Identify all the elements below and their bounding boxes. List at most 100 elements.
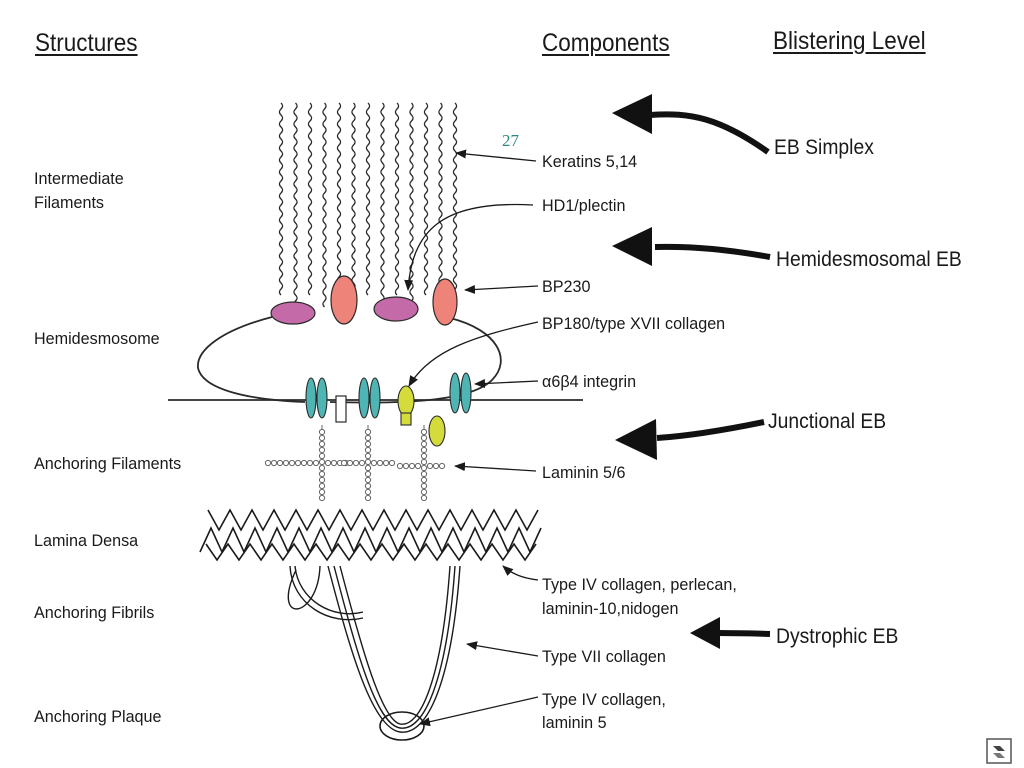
laminin-bead: [370, 459, 378, 467]
component-arrows: [404, 149, 539, 727]
laminin-bead: [318, 494, 326, 502]
laminin-bead: [388, 459, 396, 467]
laminin-bead: [364, 434, 372, 442]
laminin-bead: [318, 428, 326, 436]
laminin-bead: [426, 462, 434, 470]
bp180-domain-lower: [428, 415, 446, 447]
laminin-bead: [364, 440, 372, 448]
laminin-bead: [300, 459, 308, 467]
component-type-vii-collagen: Type VII collagen: [542, 647, 666, 666]
laminin-bead: [270, 459, 278, 467]
level-hemidesmosomal-eb: Hemidesmosomal EB: [776, 248, 962, 271]
structure-anchoring-plaque: Anchoring Plaque: [34, 707, 162, 726]
plectin-plaque-right: [373, 296, 419, 322]
component-bp230: BP230: [542, 277, 591, 296]
lamina-densa-zigzag: [199, 508, 542, 562]
laminin-bead: [346, 459, 354, 467]
component-bp180: BP180/type XVII collagen: [542, 314, 726, 333]
laminin-bead: [414, 462, 422, 470]
blistering-arrows: [612, 94, 771, 649]
keratin-filament: [293, 102, 298, 308]
structure-anchoring-fibrils: Anchoring Fibrils: [34, 603, 155, 622]
laminin-bead: [294, 459, 302, 467]
keratin-filament: [307, 102, 313, 296]
keratin-filament: [409, 102, 414, 308]
laminin-bead: [318, 458, 326, 466]
keratin-filament: [438, 102, 443, 308]
structure-intermediate: Intermediate: [34, 169, 124, 188]
keratin-filament: [336, 102, 342, 296]
laminin-bead: [318, 482, 326, 490]
structure-hemidesmosome: Hemidesmosome: [34, 329, 160, 348]
header-components: Components: [542, 29, 670, 57]
laminin-bead: [420, 428, 428, 436]
component-keratins: Keratins 5,14: [542, 152, 638, 171]
bp230-plaque-right: [432, 278, 458, 326]
laminin-bead: [364, 476, 372, 484]
laminin-bead: [420, 434, 428, 442]
laminin-bead: [376, 459, 384, 467]
transmembrane-box: [335, 395, 347, 423]
laminin-bead: [364, 428, 372, 436]
level-dystrophic-eb: Dystrophic EB: [776, 625, 899, 648]
component-type-iv-collagen-2: Type IV collagen,: [542, 690, 666, 709]
component-type-iv-collagen-1: Type IV collagen, perlecan,: [542, 575, 737, 594]
laminin-bead: [420, 482, 428, 490]
structure-lamina-densa: Lamina Densa: [34, 531, 139, 550]
bp230-plaque-left: [330, 275, 358, 325]
laminin-bead: [318, 440, 326, 448]
keratin-filament: [452, 102, 458, 296]
laminin-bead: [318, 434, 326, 442]
laminin-bead: [318, 446, 326, 454]
keratin-filament: [278, 102, 284, 296]
laminin-bead: [364, 488, 372, 496]
page-number: 27: [502, 131, 519, 150]
laminin-bead: [312, 459, 320, 467]
laminin-bead: [364, 482, 372, 490]
laminin-bead: [282, 459, 290, 467]
structure-anchoring-filaments: Anchoring Filaments: [34, 454, 182, 473]
laminin-bead: [306, 459, 314, 467]
laminin-bead: [364, 446, 372, 454]
laminin-bead: [264, 459, 272, 467]
laminin-bead: [364, 458, 372, 466]
laminin-bead: [382, 459, 390, 467]
laminin-bead: [420, 464, 428, 472]
laminin-bead: [318, 452, 326, 460]
laminin-bead: [420, 494, 428, 502]
level-junctional-eb: Junctional EB: [768, 410, 887, 433]
component-integrin: α6β4 integrin: [542, 372, 637, 391]
bp180-domain-upper: [397, 385, 415, 417]
keratin-filament: [351, 102, 356, 308]
laminin-bead: [288, 459, 296, 467]
component-laminin-5-6: Laminin 5/6: [542, 463, 626, 482]
integrin-a6b4: [305, 372, 472, 419]
plectin-plaque-left: [270, 301, 316, 325]
laminin-bead: [420, 452, 428, 460]
laminin-bead: [340, 459, 348, 467]
laminin-bead: [420, 440, 428, 448]
laminin-bead: [438, 462, 446, 470]
intermediate-filament-lines: [278, 102, 458, 308]
header-structures: Structures: [35, 29, 138, 57]
laminin-bead: [318, 488, 326, 496]
laminin-bead: [420, 446, 428, 454]
laminin-bead: [432, 462, 440, 470]
keratin-filament: [380, 102, 385, 308]
anchoring-fibrils: [287, 565, 461, 733]
laminin-bead: [402, 462, 410, 470]
level-eb-simplex: EB Simplex: [774, 136, 874, 159]
keratin-filament: [365, 102, 371, 296]
keratin-filament: [394, 102, 400, 296]
laminin-bead: [318, 470, 326, 478]
laminin-crosses: [264, 425, 446, 502]
laminin-bead: [358, 459, 366, 467]
laminin-bead: [396, 462, 404, 470]
laminin-bead: [420, 458, 428, 466]
laminin-bead: [364, 494, 372, 502]
laminin-bead: [318, 476, 326, 484]
component-laminin-10-nidogen: laminin-10,nidogen: [542, 599, 679, 618]
laminin-bead: [364, 470, 372, 478]
presentation-logo-icon: [986, 738, 1012, 764]
